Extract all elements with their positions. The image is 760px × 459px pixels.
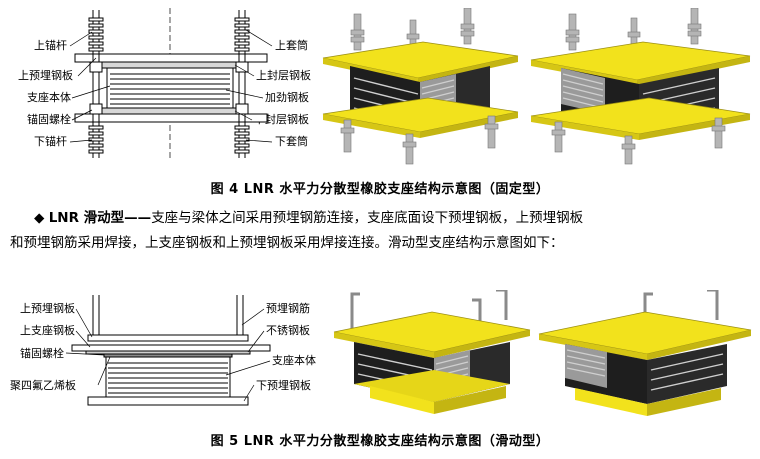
fixed-bearing-section-diagram [69,8,273,160]
label-upper-anchor-rod: 上锚杆 [34,39,67,52]
label-bearing-body-5: 支座本体 [272,354,316,367]
label-lower-sleeve: 下套筒 [275,135,308,148]
label-stiffening-plate: 加劲钢板 [265,91,309,104]
label-upper-embedded-plate: 上预埋钢板 [18,69,73,82]
fixed-bearing-render-2 [530,8,751,165]
label-lower-embedded-plate: 下预埋钢板 [256,379,311,392]
label-upper-bearing-plate: 上支座钢板 [20,324,75,337]
paragraph-lead: LNR 滑动型—— [48,210,152,226]
label-lower-anchor-rod: 下锚杆 [34,135,67,148]
label-bearing-body: 支座本体 [27,91,71,104]
label-upper-seal-plate: 上封层钢板 [256,69,311,82]
label-ptfe-plate: 聚四氟乙烯板 [10,379,76,392]
label-stainless-plate: 不锈钢板 [266,324,310,337]
label-upper-embedded-plate-5: 上预埋钢板 [20,302,75,315]
figure5-caption: 图 5 LNR 水平力分散型橡胶支座结构示意图（滑动型） [210,434,550,449]
fixed-bearing-render-1 [322,8,519,165]
bullet-diamond-icon: ◆ [34,210,45,226]
label-upper-sleeve: 上套筒 [275,39,308,52]
sliding-bearing-section-diagram [65,295,271,406]
paragraph-line1: 支座与梁体之间采用预埋钢筋连接，支座底面设下预埋钢板，上预埋钢板 [151,210,584,226]
sliding-bearing-render-2 [538,290,752,416]
sliding-bearing-render-1 [333,290,531,414]
label-anchor-bolt-5: 锚固螺栓 [20,347,64,360]
label-embedded-rebar: 预埋钢筋 [266,302,310,315]
figure4-caption: 图 4 LNR 水平力分散型橡胶支座结构示意图（固定型） [210,182,550,197]
label-anchor-bolt: 锚固螺栓 [27,113,71,126]
label-lower-seal-plate: 下封层钢板 [254,113,309,126]
paragraph-line2: 和预埋钢筋采用焊接，上支座钢板和上预埋钢板采用焊接连接。滑动型支座结构示意图如下… [10,235,564,251]
description-paragraph: ◆ LNR 滑动型——支座与梁体之间采用预埋钢筋连接，支座底面设下预埋钢板，上预… [10,206,750,256]
